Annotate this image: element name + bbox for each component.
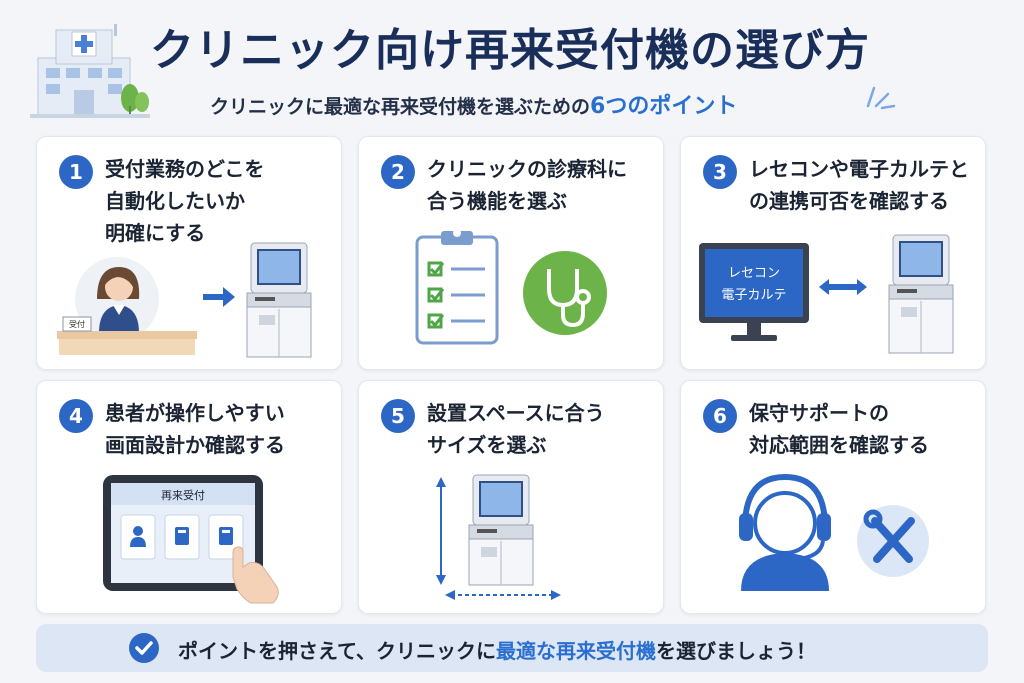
point-card-4: 4 患者が操作しやすい 画面設計か確認する 再来受付 [36,380,342,614]
tablet-header-label: 再来受付 [161,489,205,502]
point-card-5: 5 設置スペースに合う サイズを選ぶ [358,380,664,614]
footer-highlight: 最適な再来受付機 [496,639,656,663]
kiosk-dimensions-illustration [436,474,561,600]
footer-text: ポイントを押さえて、クリニックに最適な再来受付機を選びましょう！ [178,639,816,663]
footer-banner: ポイントを押さえて、クリニックに最適な再来受付機を選びましょう！ [36,624,988,672]
page-subtitle: クリニックに最適な再来受付機を選ぶための6つのポイント [210,88,910,120]
hospital-icon [30,24,150,118]
support-operator-tools-illustration [739,473,929,591]
point-number: 4 [59,399,93,433]
point-text: 受付業務のどこを 自動化したいか 明確にする [105,157,265,245]
point-card-1: 1 受付業務のどこを 自動化したいか 明確にする 受付 [36,136,342,370]
point-text: レセコンや電子カルテと の連携可否を確認する [749,157,969,213]
point-card-6: 6 保守サポートの 対応範囲を確認する [680,380,986,614]
point-text: 患者が操作しやすい 画面設計か確認する [105,401,285,457]
monitor-kiosk-link-illustration: レセコン 電子カルテ [699,234,954,354]
subtitle-text: クリニックに最適な再来受付機を選ぶための [210,96,591,118]
monitor-label-1: レセコン [728,266,780,281]
point-number: 2 [381,155,415,189]
subtitle-highlight: 6つのポイント [590,94,738,119]
point-number: 5 [381,399,415,433]
check-circle-icon [129,633,159,663]
checklist-stethoscope-illustration [415,229,607,345]
point-card-3: 3 レセコンや電子カルテと の連携可否を確認する レセコン 電子カルテ [680,136,986,370]
reception-to-kiosk-illustration: 受付 [57,242,312,358]
tablet-ui-illustration: 再来受付 [103,475,279,604]
monitor-label-2: 電子カルテ [721,288,786,303]
point-number: 1 [59,155,93,189]
point-number: 6 [703,399,737,433]
point-text: 保守サポートの 対応範囲を確認する [749,401,929,457]
point-card-2: 2 クリニックの診療科に 合う機能を選ぶ [358,136,664,370]
point-text: クリニックの診療科に 合う機能を選ぶ [427,157,627,213]
page-title: クリニック向け再来受付機の選び方 [150,25,870,76]
point-number: 3 [703,155,737,189]
sparkle-icon [866,86,896,110]
reception-sign: 受付 [69,319,85,329]
point-text: 設置スペースに合う サイズを選ぶ [427,401,605,457]
